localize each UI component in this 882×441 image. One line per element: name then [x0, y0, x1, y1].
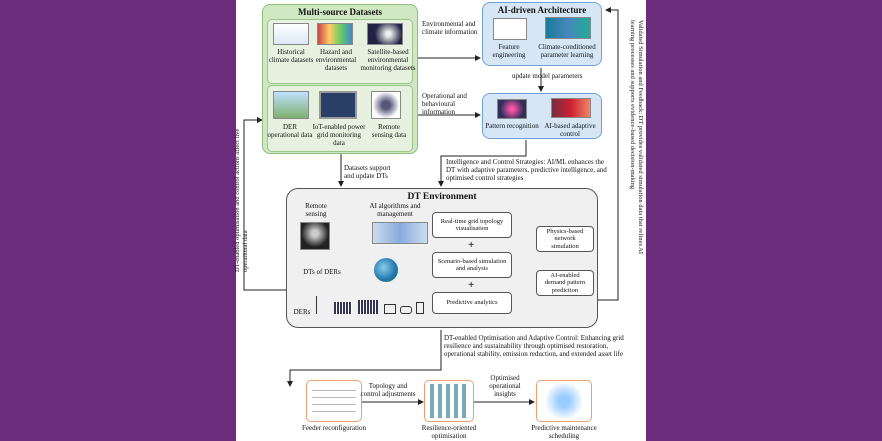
battery-icon [416, 302, 424, 314]
pattern-recognition-label: Pattern recognition [485, 122, 539, 130]
ai-architecture-bottom-panel: Pattern recognition AI-based adaptive co… [482, 93, 602, 139]
parameter-learning-thumbnail [545, 17, 591, 39]
dt-optimisation-label: DT-enabled Optimisation and Adaptive Con… [444, 334, 624, 358]
ev-car-icon [400, 306, 412, 314]
feeder-diagram-thumbnail [312, 384, 356, 418]
ai-architecture-top-panel: AI-driven Architecture Feature engineeri… [482, 2, 602, 66]
resilience-optimisation-label: Resilience-oriented optimisation [421, 424, 477, 440]
feature-engineering-label: Feature engineering [492, 43, 526, 59]
dts-of-ders-label: DTs of DERs [303, 268, 341, 276]
feeder-reconfiguration-label: Feeder reconfiguration [302, 424, 366, 432]
multi-source-title: Multi-source Datasets [297, 7, 383, 17]
plus-sign-1: + [468, 239, 475, 251]
plus-sign-2: + [468, 279, 475, 291]
climate-chart-thumbnail [273, 23, 309, 45]
optimisation-grid-thumbnail [430, 384, 468, 418]
multi-source-panel: Multi-source Datasets Historical climate… [262, 4, 418, 154]
pattern-recognition-thumbnail [497, 99, 527, 119]
satellite-thumbnail [367, 23, 403, 45]
iot-monitor-thumbnail [319, 91, 357, 119]
der-operational-label: DER operational data [267, 123, 313, 139]
datasets-support-label: Datasets support and update DTs [344, 164, 391, 180]
hazard-environmental-label: Hazard and environmental datasets [315, 48, 357, 72]
intelligence-strategies-label: Intelligence and Control Strategies: AI/… [446, 158, 607, 182]
demand-prediction-box: AI-enabled demand pattern prediction [536, 270, 594, 296]
dt-remote-sensing-label: Remote sensing [305, 202, 327, 218]
predictive-maintenance-label: Predictive maintenance scheduling [531, 424, 597, 440]
diagram-canvas: Multi-source Datasets Historical climate… [234, 0, 646, 441]
left-feedback-label: DT-enabled optimisation and control acti… [234, 128, 249, 272]
house-icon [384, 304, 396, 314]
grid-topology-box: Real-time grid topology visualisation [432, 212, 512, 238]
ai-algorithms-thumbnail [372, 222, 428, 244]
physics-network-simulation-box: Physics-based network simulation [536, 226, 594, 252]
adaptive-control-thumbnail [551, 98, 591, 118]
satellite-monitoring-label: Satellite-based environmental monitoring… [360, 48, 416, 72]
feature-engineering-thumbnail [493, 18, 527, 40]
solar-panel-icon [334, 302, 352, 314]
earth-globe-icon [374, 258, 398, 282]
ai-algorithms-label: AI algorithms and management [369, 202, 421, 218]
wind-turbine-icon [316, 296, 324, 314]
remote-sensing-thumbnail [371, 91, 401, 119]
der-wind-solar-thumbnail [273, 91, 309, 119]
iot-monitoring-label: IoT-enabled power grid monitoring data [312, 123, 366, 147]
dt-environment-title: DT Environment [407, 192, 477, 202]
hazard-map-thumbnail [317, 23, 353, 45]
parameter-learning-label: Climate-conditioned parameter learning [538, 43, 596, 59]
ai-architecture-title: AI-driven Architecture [497, 5, 587, 15]
maintenance-thumbnail [542, 384, 586, 418]
predictive-analytics-box: Predictive analytics [432, 292, 512, 314]
topology-control-label: Topology and control adjustments [360, 382, 416, 398]
remote-sensing-photo [300, 222, 330, 250]
operational-behavioural-info-label: Operational and behavioural information [422, 92, 467, 116]
right-feedback-label: Validated Simulation and Feedback: DT pr… [629, 20, 645, 255]
optimised-insights-label: Optimised operational insights [489, 374, 521, 398]
remote-sensing-label: Remote sensing data [371, 123, 407, 139]
adaptive-control-label: AI-based adaptive control [544, 122, 596, 138]
ders-label: DERs [293, 308, 311, 316]
scenario-simulation-box: Scenario-based simulation and analysis [432, 252, 512, 278]
der-icons-row [316, 296, 424, 314]
env-climate-info-label: Environmental and climate information [422, 20, 478, 36]
solar-array-icon [358, 300, 378, 314]
historical-climate-label: Historical climate datasets [268, 48, 314, 64]
update-model-params-label: update model parameters [512, 72, 583, 80]
